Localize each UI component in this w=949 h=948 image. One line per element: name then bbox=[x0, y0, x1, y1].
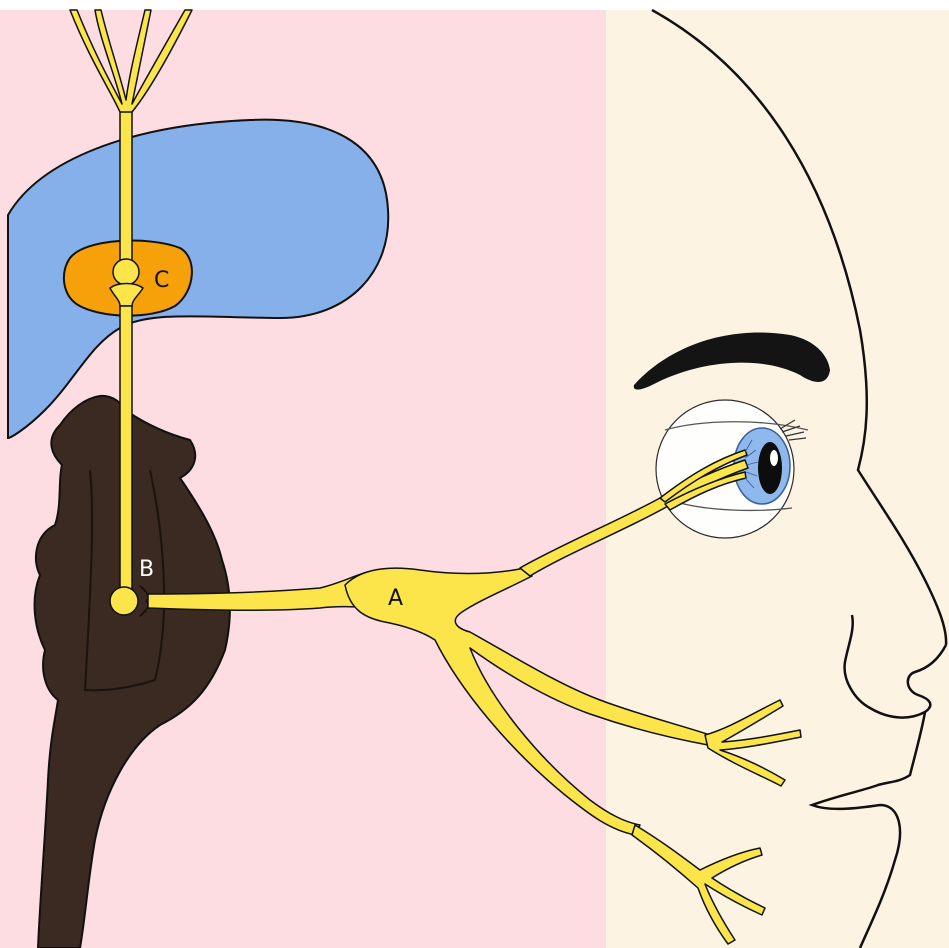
pupil-highlight bbox=[770, 450, 778, 466]
label-c: C bbox=[154, 268, 169, 293]
relay-neuron-b-body bbox=[110, 587, 138, 615]
label-a: A bbox=[388, 586, 403, 611]
top-white-strip bbox=[0, 0, 949, 10]
pupil bbox=[758, 442, 782, 494]
label-b: B bbox=[139, 557, 154, 582]
relay-neuron-c-body bbox=[113, 259, 139, 285]
trigeminothalamic-tract bbox=[120, 306, 132, 595]
ascending-tract bbox=[120, 110, 132, 262]
